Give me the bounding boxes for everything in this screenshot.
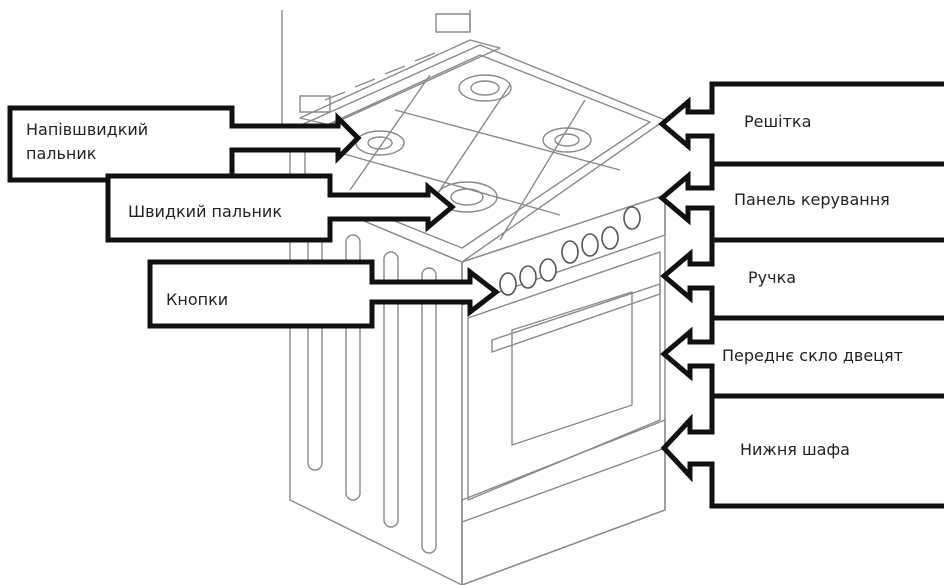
label-rapid-burner: Швидкий пальник	[128, 200, 282, 224]
label-handle: Ручка	[748, 266, 796, 290]
label-bottom-cabinet: Нижня шафа	[740, 438, 850, 462]
label-control-panel: Панель керування	[734, 188, 890, 212]
label-semi-rapid-burner: Напівшвидкий пальник	[26, 118, 216, 166]
label-knobs: Кнопки	[166, 288, 228, 312]
arrow-handle	[664, 240, 944, 318]
label-grate: Решітка	[744, 110, 811, 134]
label-oven-glass: Переднє скло двецят	[722, 344, 903, 368]
